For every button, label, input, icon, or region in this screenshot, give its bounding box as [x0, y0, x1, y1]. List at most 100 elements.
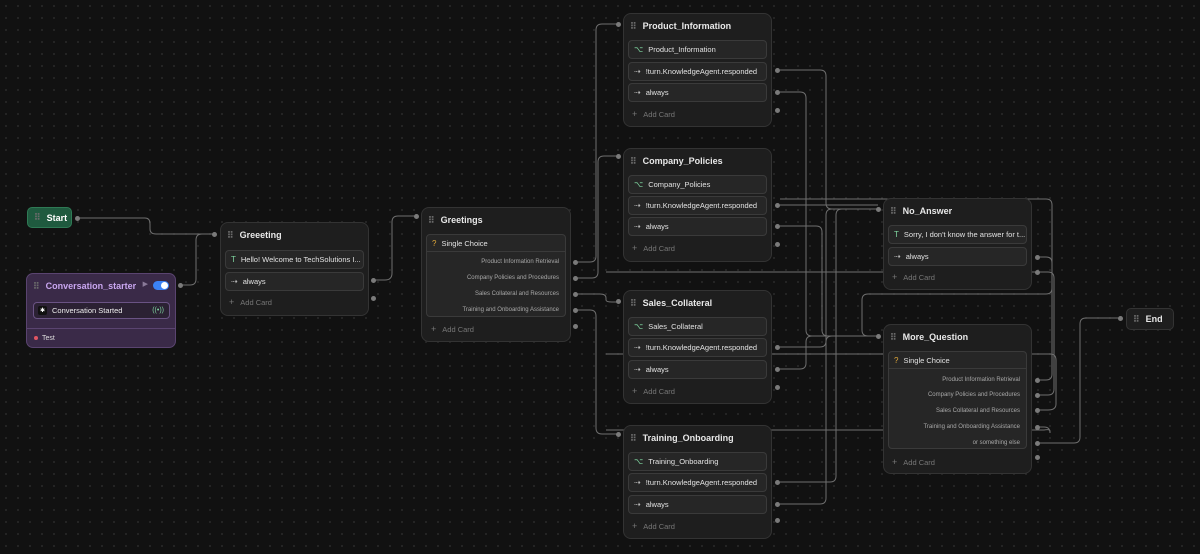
sales-output-port[interactable]	[775, 367, 780, 372]
add-card-button[interactable]: + Add Card	[431, 324, 474, 334]
choice-option[interactable]: or something else	[972, 440, 1020, 446]
add-card-button[interactable]: + Add Card	[632, 109, 675, 119]
add-card-button[interactable]: + Add Card	[229, 297, 272, 307]
choice-option[interactable]: Training and Onboarding Assistance	[462, 307, 559, 313]
node-no-answer[interactable]: ⠿ No_Answer T Sorry, I don't know the an…	[883, 198, 1032, 290]
greetings-input-port[interactable]	[414, 214, 419, 219]
condition-card-responded[interactable]: ⇢ !turn.KnowledgeAgent.responded	[628, 473, 767, 492]
greetings-option-port[interactable]	[573, 260, 578, 265]
add-card-button[interactable]: + Add Card	[632, 521, 675, 531]
more-question-option-port[interactable]	[1035, 408, 1040, 413]
product-output-port[interactable]	[775, 90, 780, 95]
trigger-node[interactable]: ⠿ Conversation_starter ▶ ✱ Conversation …	[26, 273, 176, 348]
single-choice-card[interactable]: ? Single Choice Product Information Retr…	[426, 234, 566, 317]
no-answer-output-port[interactable]	[1035, 255, 1040, 260]
choice-option[interactable]: Company Policies and Procedures	[927, 392, 1020, 398]
product-output-port[interactable]	[775, 108, 780, 113]
start-node[interactable]: ⠿ Start	[27, 207, 72, 228]
drag-handle-icon[interactable]: ⠿	[630, 297, 637, 308]
sales-output-port[interactable]	[775, 345, 780, 350]
drag-handle-icon[interactable]: ⠿	[34, 212, 41, 222]
greetings-option-port[interactable]	[573, 292, 578, 297]
product-input-port[interactable]	[616, 22, 621, 27]
trigger-event-card[interactable]: ✱ Conversation Started ((•))	[33, 302, 170, 319]
text-card[interactable]: T Hello! Welcome to TechSolutions I...	[225, 250, 364, 269]
greeeting-output-port[interactable]	[371, 278, 376, 283]
policies-output-port[interactable]	[775, 242, 780, 247]
end-node[interactable]: ⠿ End	[1126, 308, 1174, 330]
trigger-footer[interactable]: Test	[27, 328, 175, 347]
policies-output-port[interactable]	[775, 224, 780, 229]
add-card-button[interactable]: + Add Card	[892, 272, 935, 282]
condition-card-responded[interactable]: ⇢ !turn.KnowledgeAgent.responded	[628, 338, 767, 357]
product-output-port[interactable]	[775, 68, 780, 73]
training-output-port[interactable]	[775, 480, 780, 485]
single-choice-card[interactable]: ? Single Choice Product Information Retr…	[888, 351, 1027, 449]
more-question-option-port[interactable]	[1035, 455, 1040, 460]
text-card[interactable]: T Sorry, I don't know the answer for t..…	[888, 225, 1027, 244]
node-more-question[interactable]: ⠿ More_Question ? Single Choice Product …	[883, 324, 1032, 474]
drag-handle-icon[interactable]: ⠿	[630, 432, 637, 443]
trigger-output-port[interactable]	[178, 283, 183, 288]
drag-handle-icon[interactable]: ⠿	[630, 20, 637, 31]
condition-card-responded[interactable]: ⇢ !turn.KnowledgeAgent.responded	[628, 196, 767, 215]
training-output-port[interactable]	[775, 518, 780, 523]
knowledge-card[interactable]: ⌥ Training_Onboarding	[628, 452, 767, 471]
choice-option[interactable]: Sales Collateral and Resources	[935, 408, 1020, 414]
condition-card-always[interactable]: ⇢ always	[628, 217, 767, 236]
choice-option[interactable]: Product Information Retrieval	[481, 259, 559, 265]
greetings-option-port[interactable]	[573, 308, 578, 313]
more-question-option-port[interactable]	[1035, 425, 1040, 430]
choice-option[interactable]: Sales Collateral and Resources	[474, 291, 559, 297]
knowledge-card[interactable]: ⌥ Sales_Collateral	[628, 317, 767, 336]
drag-handle-icon[interactable]: ⠿	[1133, 313, 1140, 324]
add-card-button[interactable]: + Add Card	[632, 243, 675, 253]
no-answer-input-port[interactable]	[876, 207, 881, 212]
policies-output-port[interactable]	[775, 203, 780, 208]
condition-card-always[interactable]: ⇢ always	[225, 272, 364, 291]
play-icon[interactable]: ▶	[142, 281, 148, 288]
greetings-option-port[interactable]	[573, 276, 578, 281]
drag-handle-icon[interactable]: ⠿	[630, 155, 637, 166]
condition-card-always[interactable]: ⇢ always	[628, 495, 767, 514]
toggle-switch[interactable]	[153, 281, 169, 290]
sales-output-port[interactable]	[775, 385, 780, 390]
no-answer-output-port[interactable]	[1035, 270, 1040, 275]
node-greetings[interactable]: ⠿ Greetings ? Single Choice Product Info…	[421, 207, 571, 342]
node-training-onboarding[interactable]: ⠿ Training_Onboarding ⌥ Training_Onboard…	[623, 425, 772, 539]
drag-handle-icon[interactable]: ⠿	[33, 280, 40, 291]
start-output-port[interactable]	[75, 216, 80, 221]
choice-option[interactable]: Product Information Retrieval	[942, 377, 1020, 383]
policies-input-port[interactable]	[616, 154, 621, 159]
condition-card-responded[interactable]: ⇢ !turn.KnowledgeAgent.responded	[628, 62, 767, 81]
drag-handle-icon[interactable]: ⠿	[428, 214, 435, 225]
end-input-port[interactable]	[1118, 316, 1123, 321]
condition-card-always[interactable]: ⇢ always	[628, 360, 767, 379]
greeeting-output-port[interactable]	[371, 296, 376, 301]
condition-card-always[interactable]: ⇢ always	[628, 83, 767, 102]
training-input-port[interactable]	[616, 432, 621, 437]
node-sales-collateral[interactable]: ⠿ Sales_Collateral ⌥ Sales_Collateral ⇢ …	[623, 290, 772, 404]
knowledge-card[interactable]: ⌥ Company_Policies	[628, 175, 767, 194]
more-question-option-port[interactable]	[1035, 393, 1040, 398]
knowledge-card[interactable]: ⌥ Product_Information	[628, 40, 767, 59]
training-output-port[interactable]	[775, 502, 780, 507]
node-company-policies[interactable]: ⠿ Company_Policies ⌥ Company_Policies ⇢ …	[623, 148, 772, 262]
add-card-button[interactable]: + Add Card	[892, 457, 935, 467]
add-card-button[interactable]: + Add Card	[632, 386, 675, 396]
sales-input-port[interactable]	[616, 299, 621, 304]
greetings-option-port[interactable]	[573, 324, 578, 329]
condition-card-always[interactable]: ⇢ always	[888, 247, 1027, 266]
more-question-option-port[interactable]	[1035, 441, 1040, 446]
more-question-input-port[interactable]	[876, 334, 881, 339]
choice-option[interactable]: Training and Onboarding Assistance	[923, 424, 1020, 430]
node-greeeting[interactable]: ⠿ Greeeting T Hello! Welcome to TechSolu…	[220, 222, 369, 316]
greeeting-input-port[interactable]	[212, 232, 217, 237]
drag-handle-icon[interactable]: ⠿	[890, 205, 897, 216]
drag-handle-icon[interactable]: ⠿	[890, 331, 897, 342]
node-title: Greeeting	[239, 230, 282, 240]
more-question-option-port[interactable]	[1035, 378, 1040, 383]
node-product-information[interactable]: ⠿ Product_Information ⌥ Product_Informat…	[623, 13, 772, 127]
choice-option[interactable]: Company Policies and Procedures	[466, 275, 559, 281]
drag-handle-icon[interactable]: ⠿	[227, 229, 234, 240]
